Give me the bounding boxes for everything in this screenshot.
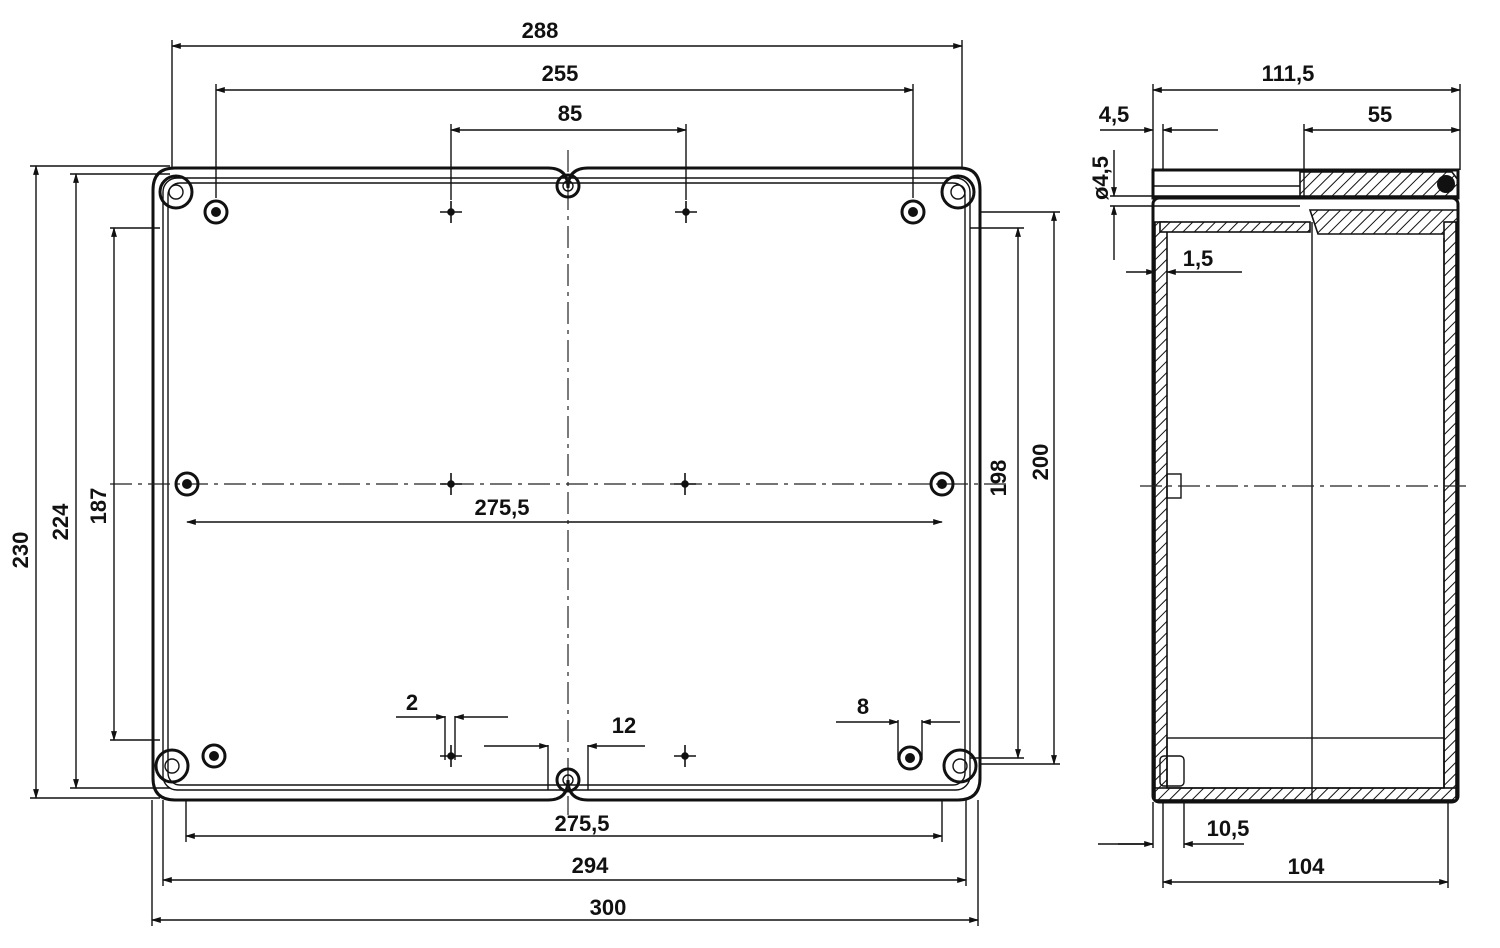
mounting-hole-top-right [900, 199, 926, 225]
dim-text-294: 294 [572, 853, 609, 878]
dim-text-224: 224 [48, 503, 73, 540]
dim-text-8: 8 [857, 694, 869, 719]
mounting-hole-mid-right [929, 471, 955, 497]
dim-text-275-5-bottom: 275,5 [554, 811, 609, 836]
side-dimension-lines [1100, 87, 1461, 885]
side-view: 111,5 55 4,5 ø4,5 1,5 10,5 104 [1088, 61, 1470, 888]
dim-text-85: 85 [558, 101, 582, 126]
dim-text-111-5: 111,5 [1262, 61, 1315, 86]
side-bottom-wall [1154, 787, 1457, 801]
side-top-inner-band [1159, 221, 1311, 233]
dim-text-230: 230 [8, 532, 33, 569]
side-lower-band [1166, 737, 1445, 789]
corner-boss-top-left [158, 174, 194, 210]
dim-text-12: 12 [612, 713, 636, 738]
notch-hole-top [555, 173, 581, 199]
front-dimension-lines [33, 43, 1057, 923]
mounting-hole-mid-left [174, 471, 200, 497]
mounting-hole-bottom-left [201, 743, 227, 769]
mounting-hole-top-left [203, 199, 229, 225]
notch-hole-bottom [555, 767, 581, 793]
dim-text-198: 198 [986, 460, 1011, 497]
side-right-wall [1443, 221, 1457, 793]
dim-text-2: 2 [406, 690, 418, 715]
corner-boss-top-right [940, 174, 976, 210]
dim-text-200: 200 [1028, 444, 1053, 481]
dim-text-104: 104 [1288, 854, 1325, 879]
dim-text-dia-4-5: ø4,5 [1088, 156, 1113, 200]
side-outer-outline [1151, 196, 1460, 804]
corner-boss-bottom-left [154, 748, 190, 784]
dim-text-288: 288 [522, 18, 559, 43]
dim-text-255: 255 [542, 61, 579, 86]
side-foot-boss [1159, 755, 1185, 787]
dim-text-1-5: 1,5 [1183, 246, 1214, 271]
cross-markers [440, 201, 697, 767]
front-detail-dimension-lines [396, 714, 960, 749]
front-view: 288 255 85 230 224 187 198 200 275,5 275… [8, 18, 1060, 926]
mounting-hole-bottom-right [897, 745, 923, 771]
dim-text-187: 187 [86, 488, 111, 525]
side-lid-section [1299, 171, 1459, 197]
front-extension-lines [30, 40, 1060, 926]
side-hole-dot [1437, 175, 1455, 193]
side-left-wall [1154, 221, 1168, 793]
dim-text-275-5-middle: 275,5 [474, 495, 529, 520]
side-lid-lip [1308, 209, 1459, 235]
side-extension-lines [1098, 84, 1461, 888]
dim-text-10-5: 10,5 [1207, 816, 1250, 841]
dim-text-300: 300 [590, 895, 627, 920]
corner-boss-bottom-right [942, 748, 978, 784]
dim-text-4-5: 4,5 [1099, 102, 1130, 127]
dim-text-55: 55 [1368, 102, 1392, 127]
